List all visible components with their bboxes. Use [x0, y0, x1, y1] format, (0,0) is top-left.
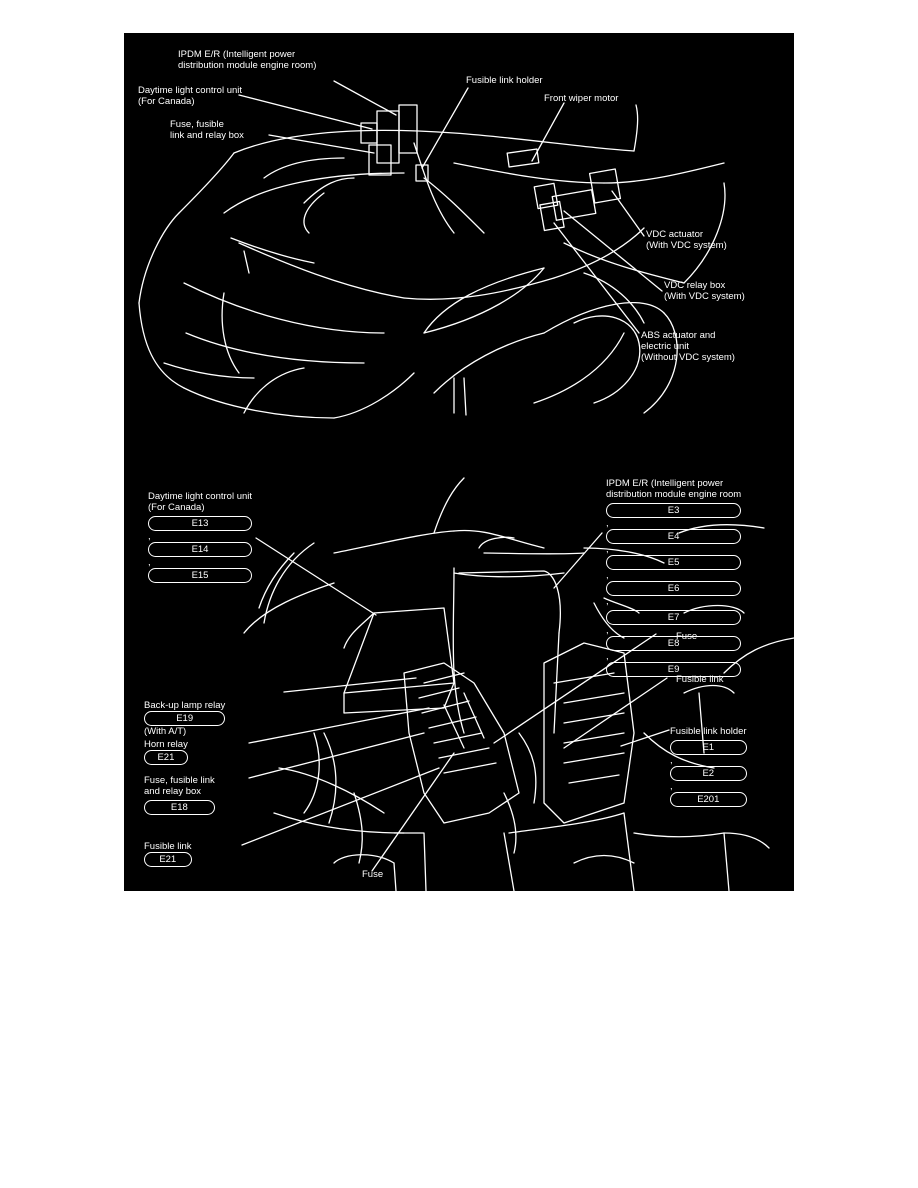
abs-line1: ABS actuator and	[641, 330, 716, 341]
fusible-link-right-text: Fusible link	[676, 674, 724, 685]
label-daytime-bottom: Daytime light control unit (For Canada) …	[148, 491, 253, 583]
label-abs-actuator: ABS actuator and electric unit (Without …	[641, 330, 735, 363]
bottom-leaders	[241, 532, 670, 872]
connector-badge: E8	[606, 636, 742, 651]
backup-line1: Back-up lamp relay	[144, 700, 226, 711]
fusible-holder-top-text: Fusible link holder	[466, 75, 543, 86]
horn-text: Horn relay	[144, 739, 188, 750]
top-components	[360, 104, 622, 232]
abs-line3: (Without VDC system)	[641, 352, 735, 363]
car-body-drawing	[138, 104, 726, 419]
separator: ,	[606, 651, 609, 662]
fusible-link-left-text: Fusible link	[144, 841, 192, 852]
separator: ,	[606, 625, 609, 636]
fusible-holder-connectors: E1,E2,E201	[670, 740, 747, 807]
connector-badge: E3	[606, 503, 742, 518]
ipdm-bottom-line2: distribution module engine room	[606, 489, 742, 500]
vdc-actuator-line1: VDC actuator	[646, 229, 704, 240]
fuse-box-top-line1: Fuse, fusible	[170, 119, 224, 130]
separator: ,	[606, 570, 609, 581]
label-vdc-actuator: VDC actuator (With VDC system)	[646, 229, 727, 251]
label-fuse-box-top: Fuse, fusible link and relay box	[170, 119, 244, 141]
ipdm-connectors-row2: E7,E8,E9	[606, 610, 742, 677]
component-location-figure: IPDM E/R (Intelligent power distribution…	[124, 33, 794, 891]
connector-badge: E13	[148, 516, 253, 531]
connector-badge: E21	[144, 750, 188, 765]
ipdm-top-line1: IPDM E/R (Intelligent power	[178, 49, 296, 60]
separator: ,	[606, 518, 609, 529]
engine-room-drawing	[243, 477, 794, 891]
label-fuse-top-right: Fuse	[676, 631, 697, 642]
connector-badge: E4	[606, 529, 742, 544]
connector-badge: E7	[606, 610, 742, 625]
ipdm-bottom-line1: IPDM E/R (Intelligent power	[606, 478, 724, 489]
separator: ,	[148, 557, 151, 568]
fuse-top-right-text: Fuse	[676, 631, 698, 642]
daytime-top-line1: Daytime light control unit	[138, 85, 243, 96]
fuse-box-connector: E18	[144, 800, 215, 815]
daytime-bottom-line2: (For Canada)	[148, 502, 205, 513]
connector-badge: E6	[606, 581, 742, 596]
separator: ,	[148, 531, 151, 542]
fuse-bottom-text: Fuse	[362, 869, 384, 880]
ipdm-top-line2: distribution module engine room)	[178, 60, 317, 71]
vdc-relay-line1: VDC relay box	[664, 280, 726, 291]
fuse-box-bottom-line1: Fuse, fusible link	[144, 775, 215, 786]
abs-line2: electric unit	[641, 341, 690, 352]
front-wiper-text: Front wiper motor	[544, 93, 619, 104]
connector-badge: E5	[606, 555, 742, 570]
label-fusible-holder-bottom: Fusible link holder E1,E2,E201	[670, 726, 747, 807]
connector-badge: E19	[144, 711, 226, 726]
fusible-holder-bottom-text: Fusible link holder	[670, 726, 747, 737]
top-leaders	[238, 80, 663, 334]
label-ipdm-bottom: IPDM E/R (Intelligent power distribution…	[606, 478, 742, 677]
label-fusible-link-right: Fusible link	[676, 674, 724, 685]
connector-badge: E21	[144, 852, 192, 867]
connector-badge: E201	[670, 792, 747, 807]
daytime-bottom-line1: Daytime light control unit	[148, 491, 253, 502]
vdc-actuator-line2: (With VDC system)	[646, 240, 727, 251]
line-drawing	[138, 80, 794, 891]
label-ipdm-top: IPDM E/R (Intelligent power distribution…	[178, 49, 316, 71]
connector-badge: E18	[144, 800, 215, 815]
label-fuse-bottom: Fuse	[362, 869, 383, 880]
daytime-connectors: E13,E14,E15	[148, 516, 253, 583]
connector-badge: E15	[148, 568, 253, 583]
ipdm-connectors-row1: E3,E4,E5,E6,	[606, 503, 742, 607]
fuse-box-bottom-line2: and relay box	[144, 786, 202, 797]
connector-badge: E9	[606, 662, 742, 677]
fuse-box-top-line2: link and relay box	[170, 130, 244, 141]
label-daytime-top: Daytime light control unit (For Canada)	[138, 85, 242, 107]
separator: ,	[606, 596, 609, 607]
label-front-wiper: Front wiper motor	[544, 93, 618, 104]
separator: ,	[670, 781, 673, 792]
connector-badge: E14	[148, 542, 253, 557]
separator: ,	[606, 544, 609, 555]
label-fuse-box-bottom: Fuse, fusible link and relay box E18	[144, 775, 215, 815]
connector-badge: E1	[670, 740, 747, 755]
vdc-relay-line2: (With VDC system)	[664, 291, 745, 302]
separator: ,	[670, 755, 673, 766]
label-fusible-holder-top: Fusible link holder	[466, 75, 543, 86]
connector-badge: E2	[670, 766, 747, 781]
label-vdc-relay: VDC relay box (With VDC system)	[664, 280, 745, 302]
daytime-top-line2: (For Canada)	[138, 96, 195, 107]
backup-line2: (With A/T)	[144, 726, 187, 737]
